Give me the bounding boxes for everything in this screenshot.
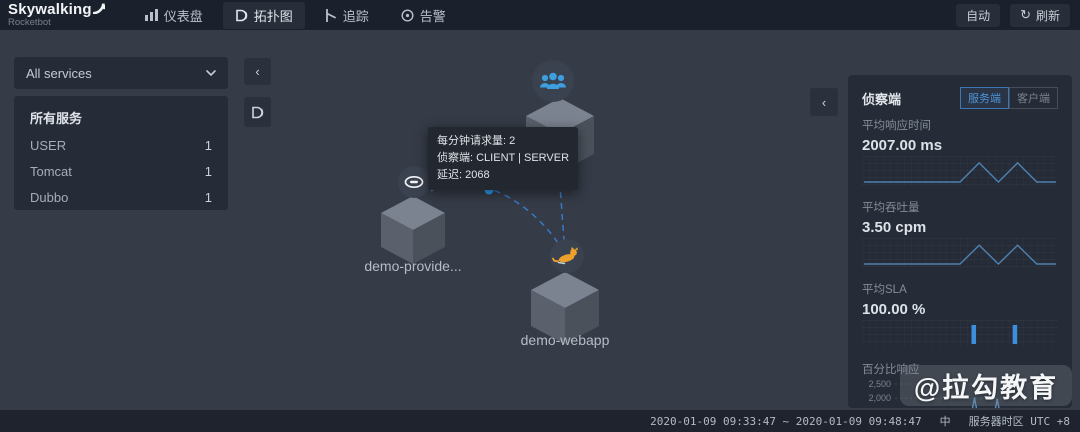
service-name: Tomcat xyxy=(30,164,72,179)
app-logo: Skywalking Rocketbot xyxy=(8,2,105,28)
service-name: Dubbo xyxy=(30,190,69,205)
chevron-down-icon xyxy=(206,70,216,76)
dubbo-icon xyxy=(404,175,424,189)
navbar-actions: 自动 ↻ 刷新 xyxy=(956,3,1070,27)
topology-node-demo-webapp[interactable]: demo-webapp xyxy=(521,239,610,348)
nav-item-label: 仪表盘 xyxy=(163,8,203,24)
chevron-left-icon: ‹ xyxy=(255,64,260,79)
tooltip-latency-line: 延迟: 2068 xyxy=(437,169,490,182)
tooltip-cpm-line: 每分钟请求量: 2 xyxy=(437,135,516,147)
topology-icon xyxy=(235,9,247,21)
nav-item-label: 拓扑图 xyxy=(253,8,293,24)
top-navbar: Skywalking Rocketbot 仪表盘 拓扑图 追踪 xyxy=(0,0,1080,30)
avg-sla-bar-chart xyxy=(862,320,1058,348)
service-row-user[interactable]: USER 1 xyxy=(30,138,212,153)
avg-response-sparkline xyxy=(862,156,1058,186)
watermark: @拉勾教育 xyxy=(900,365,1072,406)
metric-value-avg-throughput: 3.50 cpm xyxy=(862,219,927,236)
topology-icon xyxy=(252,106,264,118)
node-badge xyxy=(532,60,574,102)
percentile-response-chart: 05001,0001,5002,0002,50009:3301-0909:380… xyxy=(868,379,1054,408)
node-label-demo-webapp: demo-webapp xyxy=(521,332,610,348)
auto-button-label: 自动 xyxy=(966,8,991,23)
svg-text:2,000: 2,000 xyxy=(868,393,891,403)
tooltip-detect-point-line: 侦察端: CLIENT | SERVER xyxy=(437,152,570,165)
auto-refresh-button[interactable]: 自动 xyxy=(956,3,1001,27)
nav-menu: 仪表盘 拓扑图 追踪 告警 xyxy=(133,1,458,29)
users-icon xyxy=(540,72,566,89)
service-selector-dropdown[interactable]: All services xyxy=(14,57,228,89)
chevron-left-icon: ‹ xyxy=(821,94,827,110)
edge-webapp-provider[interactable] xyxy=(430,182,561,247)
svg-text:1,500: 1,500 xyxy=(868,407,891,408)
alarm-icon xyxy=(401,8,414,22)
tab-server-side[interactable]: 服务端 xyxy=(960,87,1009,109)
edge-metrics-tooltip: 每分钟请求量: 2 侦察端: CLIENT | SERVER 延迟: 2068 xyxy=(428,127,579,191)
topology-options-button[interactable] xyxy=(244,97,271,127)
service-count: 1 xyxy=(204,164,212,179)
logo-swoosh-icon xyxy=(92,3,105,15)
status-bar: 2020-01-09 09:33:47 ~ 2020-01-09 09:48:4… xyxy=(0,410,1080,432)
metric-value-avg-response: 2007.00 ms xyxy=(862,137,943,154)
dashboard-icon xyxy=(144,9,158,21)
refresh-button[interactable]: ↻ 刷新 xyxy=(1010,3,1070,27)
logo-title: Skywalking xyxy=(8,1,92,19)
service-selector-value: All services xyxy=(26,65,92,81)
metric-value-avg-sla: 100.00 % xyxy=(862,301,926,318)
metric-label-avg-sla: 平均SLA xyxy=(862,284,907,296)
service-count: 1 xyxy=(204,190,212,205)
metric-label-avg-throughput: 平均吞吐量 xyxy=(862,202,920,214)
collapse-left-panel-button[interactable]: ‹ xyxy=(244,58,271,85)
services-list-title: 所有服务 xyxy=(30,111,83,126)
metric-label-percentile: 百分比响应 xyxy=(862,364,920,376)
watermark-text: @拉勾教育 xyxy=(913,373,1059,403)
service-row-tomcat[interactable]: Tomcat 1 xyxy=(30,164,212,179)
nav-item-topology[interactable]: 拓扑图 xyxy=(222,1,305,29)
service-name: USER xyxy=(30,138,67,153)
nav-item-label: 追踪 xyxy=(342,8,369,24)
language-toggle[interactable]: 中 xyxy=(939,415,951,428)
detail-panel-title: 侦察端 xyxy=(862,91,902,107)
avg-throughput-sparkline xyxy=(862,238,1058,268)
refresh-icon: ↻ xyxy=(1020,7,1031,22)
refresh-button-label: 刷新 xyxy=(1035,8,1060,23)
metric-label-avg-response: 平均响应时间 xyxy=(862,120,931,132)
svg-text:2,500: 2,500 xyxy=(868,379,891,389)
services-list-card: 所有服务 USER 1 Tomcat 1 Dubbo 1 xyxy=(14,96,228,210)
server-timezone-label: 服务器时区 UTC +8 xyxy=(968,415,1070,428)
nav-item-label: 告警 xyxy=(419,8,446,24)
detail-panel: 侦察端 服务端 客户端 平均响应时间 2007.00 ms 平均吞吐量 3.50… xyxy=(848,75,1072,408)
nav-item-trace[interactable]: 追踪 xyxy=(313,2,381,29)
detect-point-tabs: 服务端 客户端 xyxy=(960,87,1058,109)
service-count: 1 xyxy=(204,138,212,153)
nav-item-dashboard[interactable]: 仪表盘 xyxy=(133,2,215,29)
topology-node-demo-provider[interactable]: demo-provide... xyxy=(364,166,462,274)
tab-client-side[interactable]: 客户端 xyxy=(1009,87,1058,109)
logo-subtitle: Rocketbot xyxy=(8,17,51,29)
time-range-value[interactable]: 2020-01-09 09:33:47 ~ 2020-01-09 09:48:4… xyxy=(650,414,922,428)
trace-icon xyxy=(325,8,336,22)
nav-item-alarm[interactable]: 告警 xyxy=(389,2,458,29)
collapse-right-panel-button[interactable]: ‹ xyxy=(810,88,838,116)
tomcat-icon xyxy=(552,247,578,265)
node-label-demo-provider: demo-provide... xyxy=(364,258,461,274)
service-row-dubbo[interactable]: Dubbo 1 xyxy=(30,190,212,205)
